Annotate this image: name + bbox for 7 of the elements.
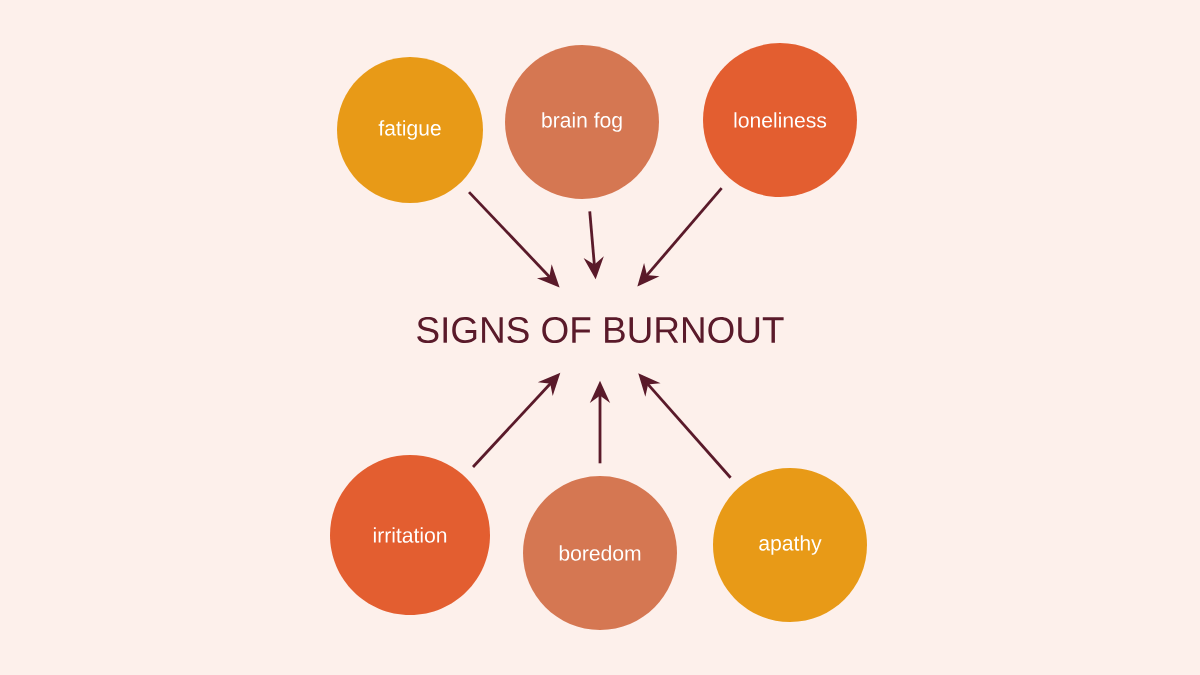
circle-node: apathy [713,468,867,622]
circle-node: irritation [330,455,490,615]
title-text: SIGNS OF BURNOUT [417,316,784,344]
circle-node: boredom [523,476,677,630]
circle-node: loneliness [703,43,857,197]
circle-node: fatigue [337,57,483,203]
circle-node: brain fog [505,45,659,199]
